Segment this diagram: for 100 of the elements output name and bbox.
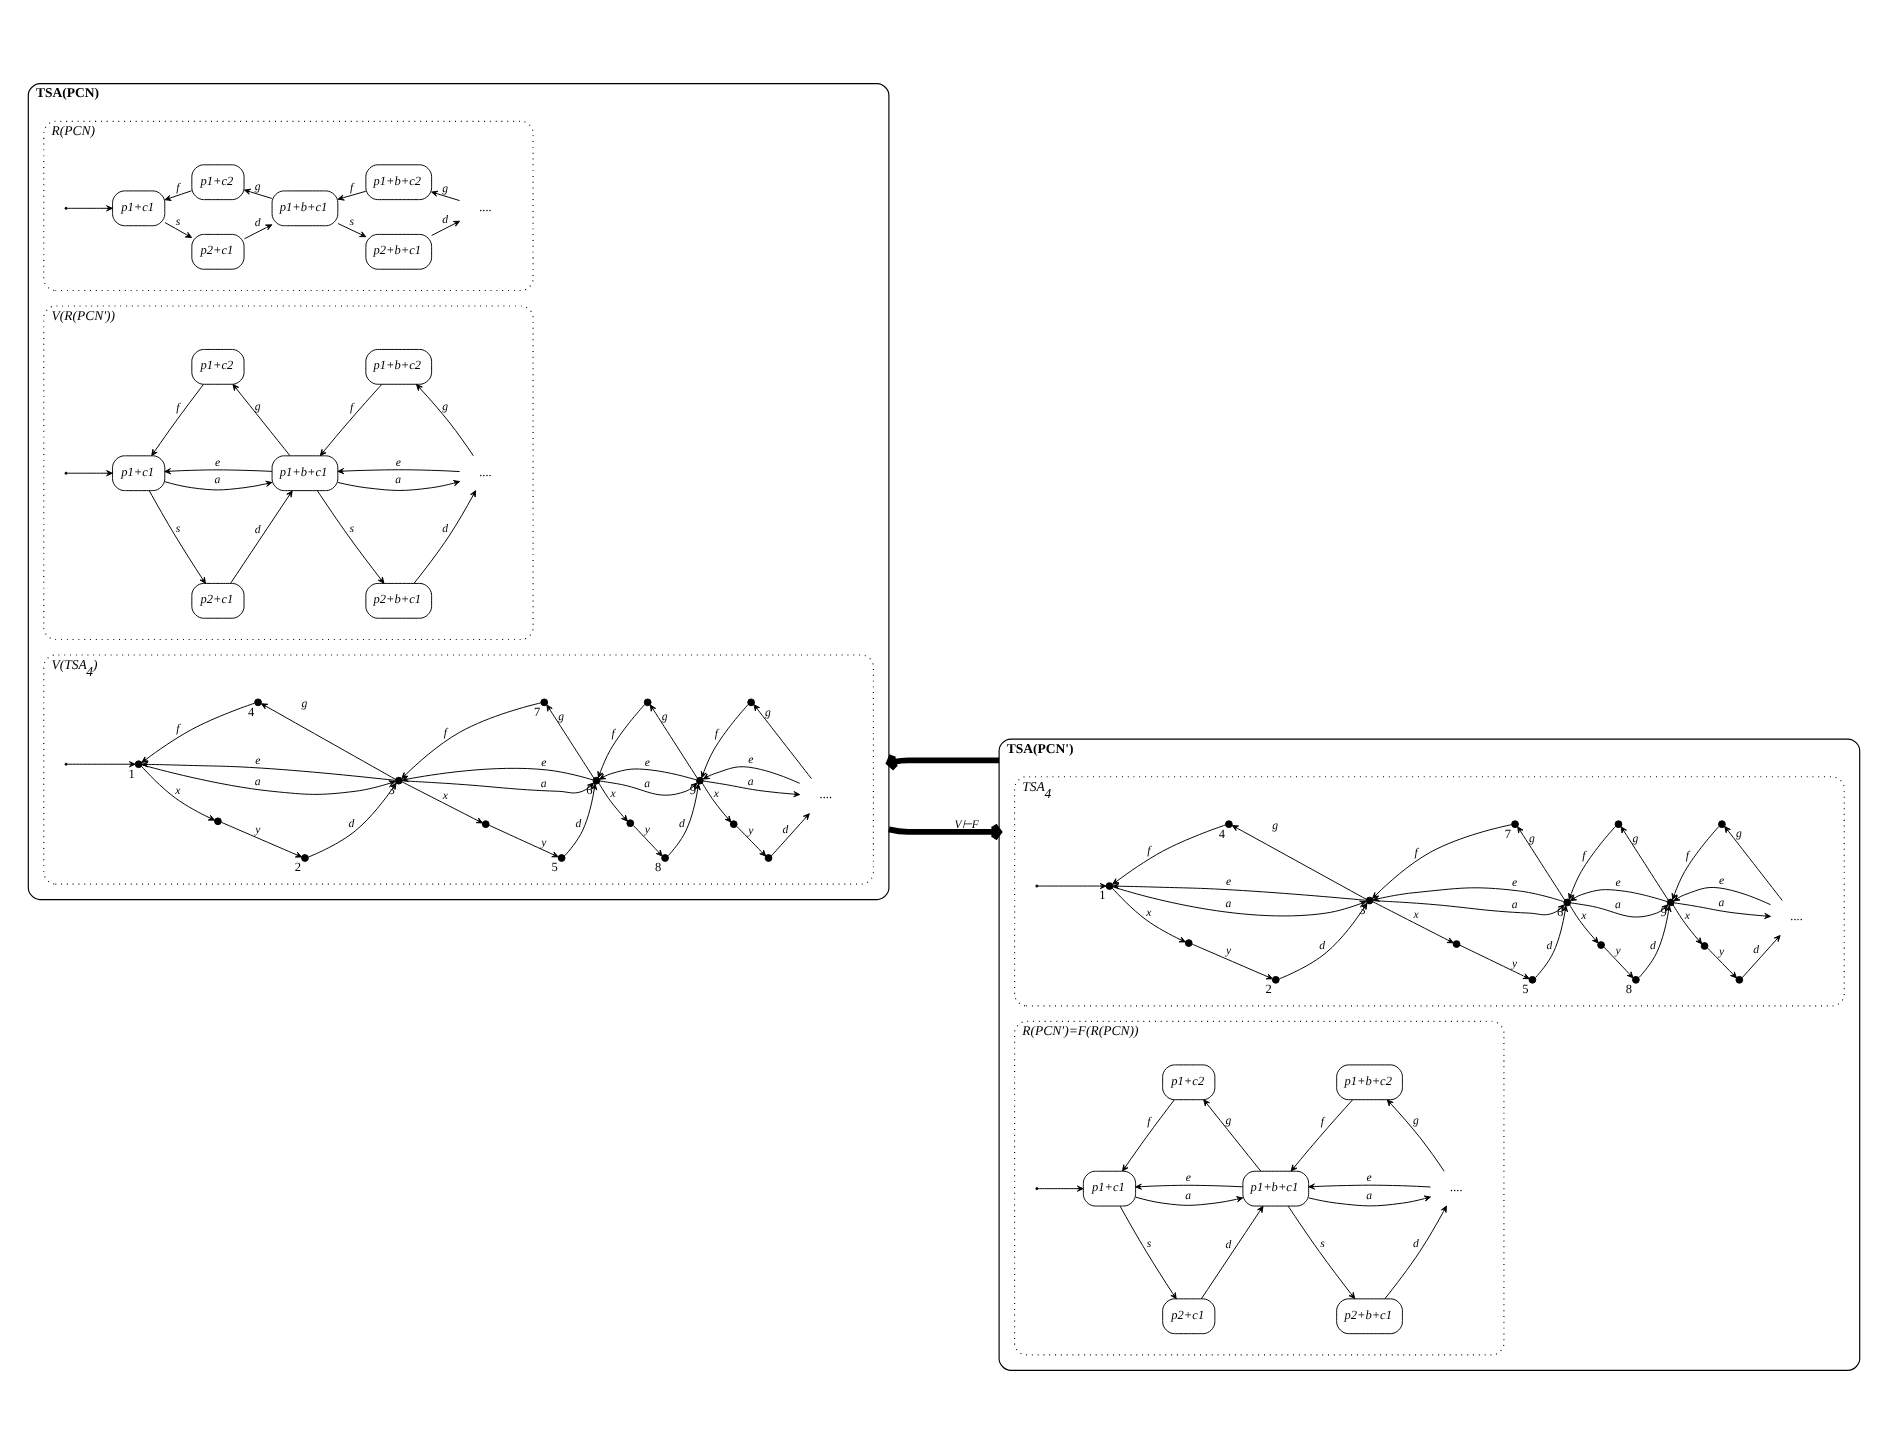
arrow bbox=[1620, 826, 1669, 901]
arrow bbox=[141, 764, 396, 795]
arrow bbox=[1603, 946, 1634, 979]
node-circle bbox=[540, 698, 549, 707]
arrow bbox=[1372, 901, 1454, 944]
arrow bbox=[597, 703, 646, 779]
node-circle bbox=[214, 817, 222, 826]
node-circle bbox=[1735, 975, 1744, 984]
arrow bbox=[1724, 826, 1783, 901]
arrow bbox=[220, 821, 303, 858]
arrow bbox=[1671, 825, 1720, 900]
node-circle bbox=[592, 776, 601, 785]
arrow bbox=[488, 824, 559, 858]
arrow bbox=[164, 190, 193, 201]
arrow bbox=[1135, 1183, 1244, 1190]
arrow bbox=[701, 782, 732, 823]
arrow bbox=[1535, 905, 1569, 978]
arrow bbox=[337, 223, 367, 238]
arrow bbox=[1135, 1196, 1244, 1206]
arrow bbox=[66, 472, 107, 474]
node-circle bbox=[1563, 898, 1572, 907]
arrow bbox=[598, 782, 628, 822]
arrow bbox=[1037, 885, 1101, 887]
arrow bbox=[232, 383, 291, 457]
arrow bbox=[243, 224, 273, 240]
arrow bbox=[337, 480, 461, 491]
node-circle bbox=[1597, 941, 1605, 949]
arrow bbox=[736, 825, 767, 857]
arrow bbox=[546, 704, 595, 779]
arrow bbox=[319, 383, 383, 457]
arrow bbox=[1673, 902, 1771, 920]
arrow bbox=[1112, 886, 1367, 917]
arrow bbox=[1673, 887, 1771, 906]
arrow bbox=[1384, 1205, 1447, 1300]
arrow bbox=[431, 190, 461, 202]
arrow bbox=[1308, 1183, 1431, 1190]
node-circle bbox=[481, 820, 490, 829]
arrow bbox=[632, 825, 663, 857]
arrow bbox=[401, 767, 594, 783]
arrow bbox=[148, 490, 206, 584]
arrow bbox=[243, 188, 273, 199]
arrow bbox=[1570, 902, 1669, 918]
node-circle bbox=[557, 854, 566, 862]
node-circle bbox=[1614, 820, 1623, 829]
arrow bbox=[1111, 887, 1186, 943]
arrow bbox=[1191, 943, 1273, 980]
arrow bbox=[164, 222, 193, 239]
arrow bbox=[700, 703, 749, 779]
arrow bbox=[1231, 825, 1367, 900]
arrow bbox=[1569, 904, 1599, 944]
arrow bbox=[1568, 825, 1617, 900]
node-circle bbox=[1666, 898, 1675, 907]
arrow bbox=[1122, 1099, 1175, 1172]
arrow bbox=[416, 384, 474, 457]
arrow bbox=[753, 704, 812, 780]
arrow bbox=[1290, 1099, 1354, 1172]
node-circle bbox=[1511, 820, 1519, 829]
arrow bbox=[1707, 947, 1737, 979]
arrow bbox=[1278, 902, 1368, 980]
arrow bbox=[1372, 824, 1513, 899]
arrow bbox=[337, 190, 367, 201]
arrow bbox=[1459, 944, 1530, 980]
arrow bbox=[413, 490, 477, 584]
arrow bbox=[260, 703, 396, 780]
node-circle bbox=[643, 698, 652, 707]
node-circle bbox=[1700, 942, 1709, 950]
arrow bbox=[151, 383, 204, 457]
arrow bbox=[431, 220, 461, 236]
node-circle bbox=[764, 854, 773, 862]
arrow bbox=[1037, 1188, 1078, 1190]
arrow bbox=[1386, 1099, 1445, 1172]
arrow bbox=[1287, 1205, 1356, 1300]
arrow bbox=[649, 704, 698, 779]
arrow bbox=[1517, 826, 1566, 901]
arrow bbox=[888, 822, 1002, 842]
node-circle bbox=[394, 776, 403, 785]
arrow bbox=[1112, 824, 1226, 885]
node-circle bbox=[1718, 820, 1726, 829]
arrow bbox=[316, 490, 385, 584]
arrow bbox=[886, 752, 1000, 772]
arrow bbox=[1672, 904, 1703, 945]
node-circle bbox=[747, 698, 755, 707]
arrow bbox=[770, 813, 810, 857]
node-circle bbox=[1225, 820, 1233, 829]
node-circle bbox=[301, 854, 309, 862]
arrow bbox=[703, 780, 801, 798]
arrow bbox=[337, 468, 461, 475]
arrow bbox=[599, 780, 698, 796]
arrow bbox=[401, 702, 542, 779]
node-circle bbox=[1528, 975, 1537, 984]
arrow bbox=[66, 207, 107, 209]
arrow bbox=[164, 480, 273, 491]
arrow bbox=[564, 783, 598, 857]
arrow bbox=[1569, 889, 1668, 903]
node-circle bbox=[254, 698, 262, 707]
arrow bbox=[1200, 1205, 1264, 1300]
node-circle bbox=[1271, 975, 1280, 984]
node-circle bbox=[1105, 882, 1114, 890]
node-circle bbox=[1452, 940, 1461, 948]
arrow bbox=[401, 781, 483, 824]
